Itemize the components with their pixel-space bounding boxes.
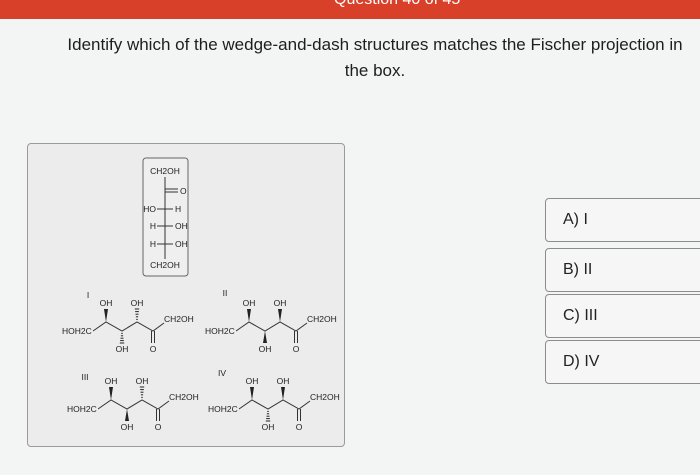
c4-oh: OH <box>259 344 272 354</box>
carbon-chain <box>238 399 311 410</box>
c5-oh-bond <box>134 308 140 320</box>
fischer-carbonyl-o: O <box>180 186 187 196</box>
choice-a-label: A) I <box>563 211 588 228</box>
structure-1: I HOH2C CH2OH OH OH OH O <box>62 290 194 354</box>
c3-oh-bond <box>250 387 254 400</box>
right-group: CH2OH <box>164 314 194 324</box>
c4-oh: OH <box>262 422 275 432</box>
question-text-line1: Identify which of the wedge-and-dash str… <box>67 35 683 54</box>
structure-label: II <box>223 288 228 298</box>
right-group: CH2OH <box>310 392 340 402</box>
choice-d[interactable]: D) IV <box>545 340 700 384</box>
c5-oh: OH <box>136 376 149 386</box>
c4-oh: OH <box>116 344 129 354</box>
right-group: CH2OH <box>169 392 199 402</box>
c3-oh: OH <box>243 298 256 308</box>
carbon-chain <box>97 399 170 410</box>
c4-oh-bond <box>265 410 271 422</box>
c5-oh-bond <box>139 386 145 398</box>
question-progress: Question 40 of 45 <box>334 0 460 9</box>
choice-c-label: C) III <box>563 307 598 324</box>
fischer-left-3: H <box>150 239 156 249</box>
c3-oh: OH <box>246 376 259 386</box>
choice-d-label: D) IV <box>563 353 600 370</box>
fischer-right-2: OH <box>175 221 188 231</box>
fischer-top: CH2OH <box>150 166 180 176</box>
structure-3: III HOH2C CH2OH OH OH OH O <box>67 372 199 432</box>
c4-oh: OH <box>121 422 134 432</box>
left-group: HOH2C <box>62 326 92 336</box>
structure-label: I <box>87 290 89 300</box>
fischer-left-1: HO <box>143 204 156 214</box>
structure-label: III <box>81 372 88 382</box>
question-text-line2: the box. <box>344 61 406 80</box>
choice-a[interactable]: A) I <box>545 198 700 242</box>
left-group: HOH2C <box>208 404 238 414</box>
structure-2: II HOH2C CH2OH OH OH OH O <box>205 288 337 354</box>
c5-oh-bond <box>278 309 282 322</box>
c3-oh-bond <box>104 309 108 322</box>
c3-oh-bond <box>247 309 251 322</box>
fischer-right-3: OH <box>175 239 188 249</box>
c4-oh-bond <box>263 331 267 343</box>
fischer-projection: CH2OH O HO H H OH H OH CH2OH <box>142 157 189 277</box>
carbonyl-o: O <box>155 422 162 432</box>
c3-oh: OH <box>100 298 113 308</box>
fischer-bottom: CH2OH <box>150 260 180 270</box>
left-group: HOH2C <box>205 326 235 336</box>
carbon-chain <box>92 321 165 332</box>
c3-oh-bond <box>109 387 113 400</box>
carbonyl-o: O <box>150 344 157 354</box>
c5-oh: OH <box>274 298 287 308</box>
choice-c[interactable]: C) III <box>545 294 700 338</box>
c3-oh: OH <box>105 376 118 386</box>
c5-oh: OH <box>277 376 290 386</box>
right-group: CH2OH <box>307 314 337 324</box>
c4-oh-bond <box>119 332 125 344</box>
carbon-chain <box>235 321 308 332</box>
header-bar: Question 40 of 45 <box>0 0 700 19</box>
c5-oh: OH <box>131 298 144 308</box>
carbonyl-o: O <box>293 344 300 354</box>
choice-b[interactable]: B) II <box>545 248 700 292</box>
structure-label: IV <box>218 368 226 378</box>
fischer-left-2: H <box>150 221 156 231</box>
left-group: HOH2C <box>67 404 97 414</box>
c5-oh-bond <box>281 387 285 400</box>
structure-4: IV HOH2C CH2OH OH OH OH O <box>208 368 340 432</box>
fischer-right-1: H <box>175 204 181 214</box>
choice-b-label: B) II <box>563 261 593 278</box>
c4-oh-bond <box>125 409 129 421</box>
carbonyl-o: O <box>296 422 303 432</box>
